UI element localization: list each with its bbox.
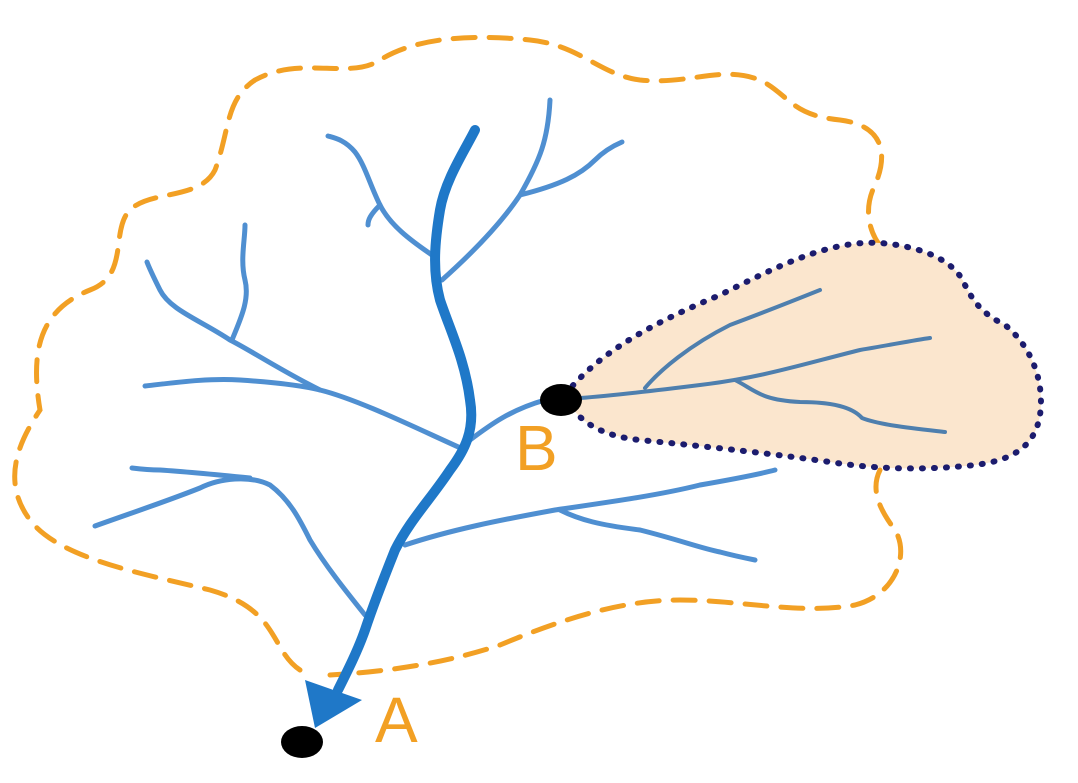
subbasin-branch-upper (643, 288, 822, 390)
subbasin-area (561, 239, 1044, 472)
tributary-left-spur (229, 222, 249, 343)
tributary-lower-left-branch (129, 465, 253, 481)
watershed-boundary (12, 34, 904, 678)
subbasin-branch-lower (733, 378, 947, 434)
label-b: B (515, 412, 558, 484)
subbasin-channels (578, 288, 947, 434)
main-channel (333, 125, 480, 695)
label-a: A (375, 684, 418, 756)
flow-arrowhead-icon (305, 680, 362, 728)
tributary-lower-right-branch (557, 507, 758, 563)
outlet-point-b (540, 384, 582, 416)
tributary-lower-right (402, 467, 778, 548)
tributary-lower-left (92, 476, 368, 618)
tributary-upper-right-branch (517, 139, 625, 198)
subbasin-main-channel (578, 336, 932, 400)
tributary-left-middle (142, 376, 323, 393)
tributary-left-long (144, 259, 468, 453)
tributaries (92, 97, 778, 618)
tributary-upper-left (325, 133, 435, 258)
outlet-point-a (281, 726, 323, 758)
tributary-upper-left-branch (365, 202, 383, 228)
